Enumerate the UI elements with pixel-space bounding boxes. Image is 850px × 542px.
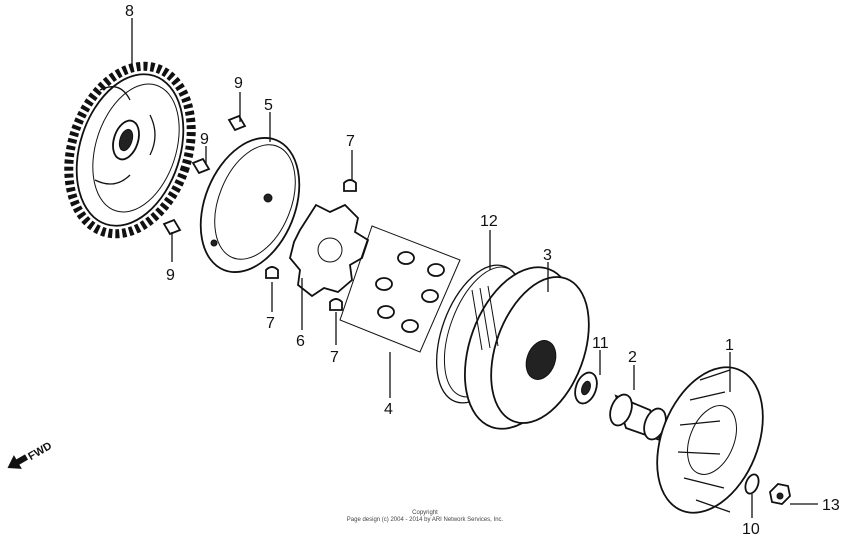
- copyright-line-1: Copyright: [412, 510, 438, 516]
- fwd-indicator: FWD: [7, 440, 54, 469]
- part-13-nut: [769, 483, 791, 505]
- copyright-line-2: Page design (c) 2004 - 2014 by ARI Netwo…: [347, 517, 504, 523]
- callout-12: 12: [480, 213, 498, 230]
- callout-7: 7: [330, 349, 339, 366]
- callout-7: 7: [346, 133, 355, 150]
- part-8-sprocket: [64, 61, 196, 239]
- part-7-clip: [265, 179, 357, 311]
- callout-9: 9: [166, 267, 175, 284]
- part-5-plate: [199, 137, 301, 273]
- callout-10: 10: [742, 521, 760, 538]
- part-9-bolt: [162, 114, 247, 236]
- part-10-washer: [744, 473, 760, 495]
- part-6-star-plate: [289, 203, 370, 298]
- callout-7: 7: [266, 315, 275, 332]
- callout-9: 9: [234, 75, 243, 92]
- callout-11: 11: [592, 335, 609, 352]
- fwd-label: FWD: [26, 440, 54, 463]
- copyright-notice: Copyright Page design (c) 2004 - 2014 by…: [347, 510, 504, 523]
- part-2-collar: [609, 393, 667, 442]
- callout-13: 13: [822, 497, 840, 514]
- callout-5: 5: [264, 97, 273, 114]
- callout-8: 8: [125, 3, 134, 20]
- callout-3: 3: [543, 247, 552, 264]
- callout-9: 9: [200, 131, 209, 148]
- callout-1: 1: [725, 337, 734, 354]
- callout-2: 2: [628, 349, 637, 366]
- leader-lines: [131, 18, 818, 518]
- part-3-drive-face: [464, 266, 590, 430]
- part-1-fan: [656, 366, 764, 514]
- callout-4: 4: [384, 401, 393, 418]
- callout-numbers: 8 9 5 9 9 7 7 6 7 4 12 3 11 2 1 10 13: [125, 3, 840, 538]
- callout-6: 6: [296, 333, 305, 350]
- part-4-roller-set: [339, 225, 461, 353]
- part-11-washer: [574, 371, 598, 405]
